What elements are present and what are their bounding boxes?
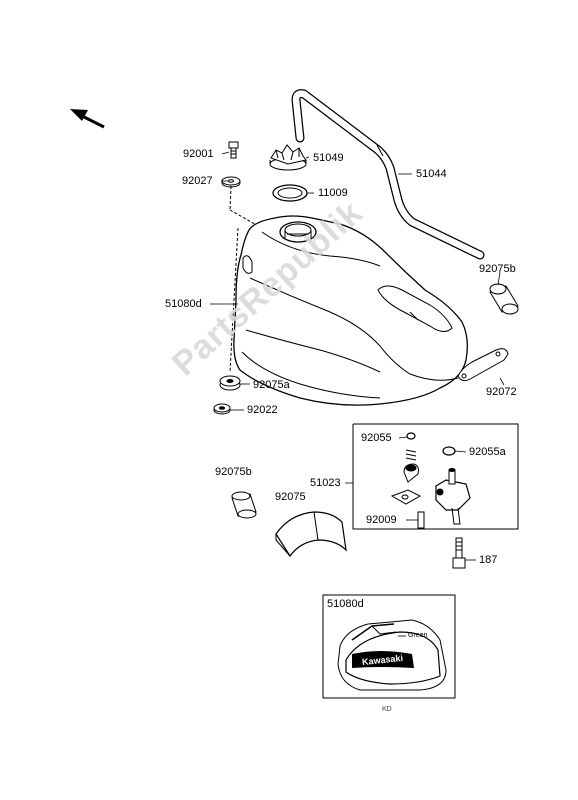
label-92022: 92022 [247, 404, 278, 416]
washer-92022 [213, 403, 231, 415]
breather-hose [291, 89, 485, 260]
band-92072 [457, 348, 509, 382]
label-92027: 92027 [182, 175, 213, 187]
fuel-tank-51080d [233, 215, 468, 406]
inset-caption: 51080d [327, 598, 364, 610]
label-92055: 92055 [361, 432, 392, 444]
label-51023: 51023 [310, 477, 341, 489]
arrow-up-left-icon [70, 109, 105, 129]
label-92001: 92001 [183, 148, 214, 160]
collar-92027 [221, 176, 241, 188]
label-92075: 92075 [275, 491, 306, 503]
label-92075b-top: 92075b [479, 263, 516, 275]
rubber-92075a [219, 375, 241, 391]
label-92075b-bottom: 92075b [215, 466, 252, 478]
decal-inset-box [322, 594, 456, 699]
label-92072: 92072 [486, 386, 517, 398]
rubber-92075b-top [489, 283, 519, 315]
label-187: 187 [479, 554, 498, 566]
inset-footer: KD [382, 706, 392, 713]
label-92055a: 92055a [469, 446, 506, 458]
label-51044: 51044 [416, 168, 447, 180]
color-callout: Green [408, 632, 428, 639]
label-51049: 51049 [313, 152, 344, 164]
bolt-187 [452, 537, 466, 569]
bolt-92001 [228, 141, 239, 159]
label-11009: 11009 [318, 187, 348, 199]
label-51080d: 51080d [165, 298, 202, 310]
pad-92075 [275, 511, 347, 558]
fuel-cap-51049 [269, 144, 307, 171]
label-92009: 92009 [366, 514, 397, 526]
rubber-92075b-bottom [231, 491, 257, 519]
leader-lines [210, 151, 505, 561]
fuel-cock-box [352, 423, 519, 530]
label-92075a: 92075a [253, 379, 290, 391]
gasket-11009 [272, 184, 308, 202]
